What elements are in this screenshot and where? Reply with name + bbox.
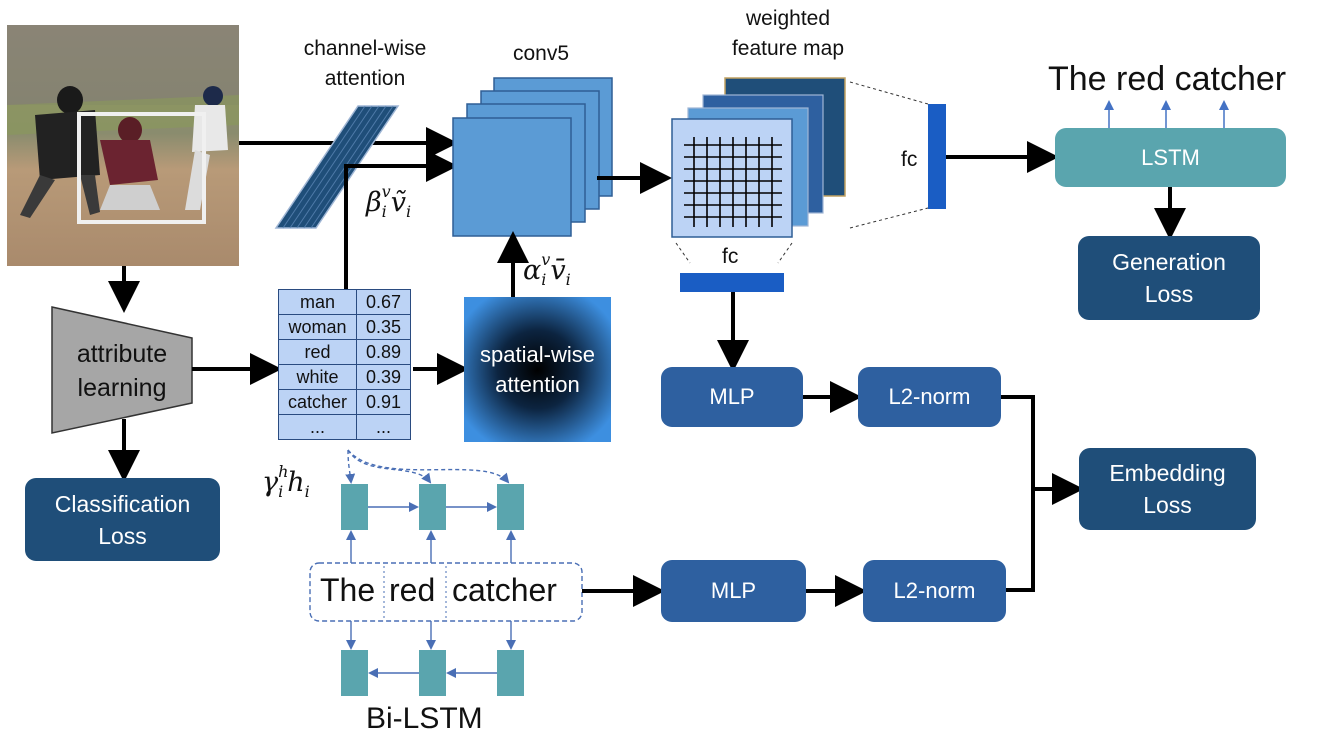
attribute-score: 0.91 <box>356 389 411 415</box>
fc-top-label: fc <box>901 148 918 171</box>
conv5-stack <box>452 77 613 237</box>
generation-loss-block: Generation Loss <box>1078 236 1260 320</box>
attribute-name: man <box>278 289 357 315</box>
caption-output: The red catcher <box>1048 60 1287 98</box>
embedding-loss-block: Embedding Loss <box>1079 448 1256 530</box>
bilstm-label: Bi-LSTM <box>366 702 483 735</box>
attribute-name: red <box>278 339 357 365</box>
attribute-row: ...... <box>278 414 411 440</box>
attribute-score: 0.35 <box>356 314 411 340</box>
channel-attention-label: channel-wise attention <box>303 37 427 90</box>
fc-bottom-label: fc <box>722 245 739 268</box>
weighted-feature-map <box>671 77 846 238</box>
classification-loss-block: Classification Loss <box>25 478 220 561</box>
attribute-score: 0.67 <box>356 289 411 315</box>
weighted-feature-map-label: weighted feature map <box>731 7 845 60</box>
attribute-score: 0.89 <box>356 339 411 365</box>
fc-top-bar <box>928 104 946 209</box>
attribute-score: ... <box>356 414 411 440</box>
bilstm-backward-cells <box>341 650 524 696</box>
l2norm-top-block: L2-norm <box>858 367 1001 427</box>
spatial-attention-block <box>464 297 611 442</box>
sentence-word-catcher: catcher <box>452 572 557 608</box>
baseball-photo <box>7 25 239 266</box>
attribute-score: 0.39 <box>356 364 411 390</box>
conv5-label: conv5 <box>513 42 570 65</box>
lstm-block: LSTM <box>1055 128 1286 187</box>
bilstm-forward-cells <box>341 484 524 530</box>
fc-bottom-bar <box>680 273 784 292</box>
l2norm-bottom-block: L2-norm <box>863 560 1006 622</box>
mlp-bottom-block: MLP <box>661 560 806 622</box>
attribute-learning-label: attribute learning <box>76 340 168 402</box>
attribute-learning-block <box>51 306 193 434</box>
attribute-name: catcher <box>278 389 357 415</box>
sentence-word-the: The <box>320 572 376 608</box>
mlp-top-block: MLP <box>661 367 803 427</box>
feature-grid-icon <box>684 137 782 227</box>
attribute-name: woman <box>278 314 357 340</box>
spatial-attention-label: spatial-wise attention <box>480 342 595 397</box>
sentence-word-red: red <box>389 572 436 608</box>
attribute-name: white <box>278 364 357 390</box>
attribute-name: ... <box>278 414 357 440</box>
